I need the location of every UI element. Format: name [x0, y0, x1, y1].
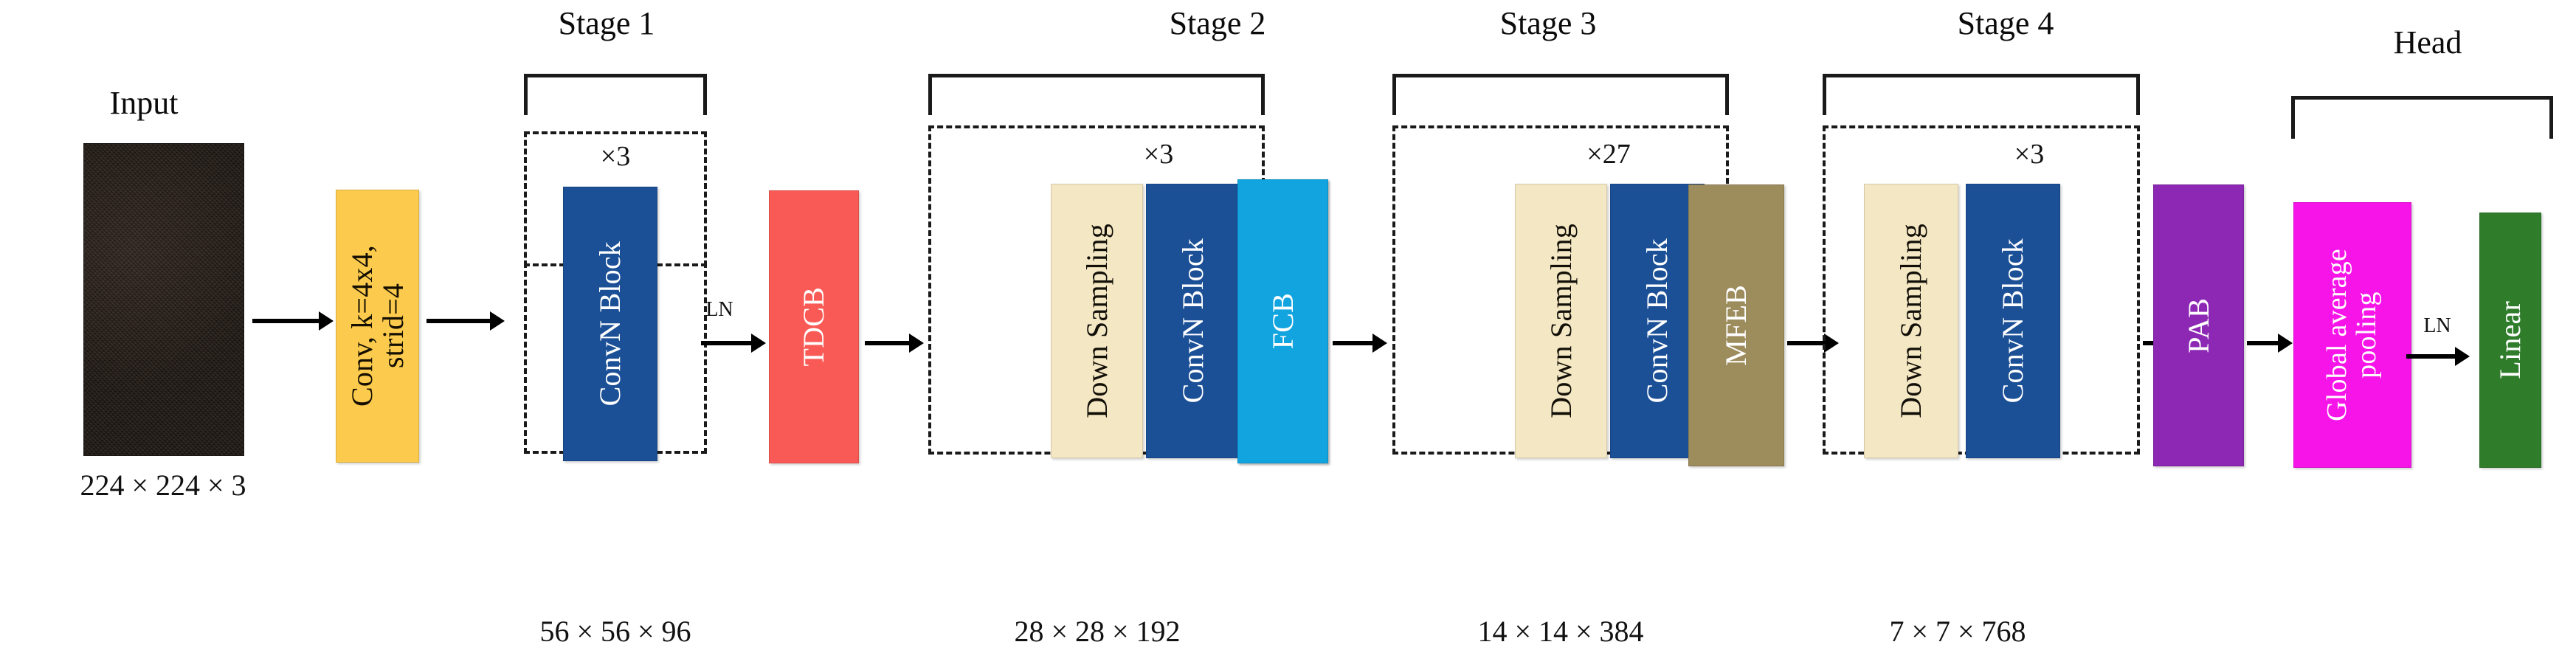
- stage-3-output-dimension: 14 × 14 × 384: [1477, 615, 1644, 648]
- block-mfeb: MFEB: [1688, 184, 1784, 466]
- stage-4-downsampling-block-label: Down Sampling: [1894, 224, 1927, 418]
- arrowhead-input-to-stem: [319, 311, 334, 331]
- stage-3-brace: [1392, 74, 1729, 115]
- arrowhead-pab-to-gap: [2278, 334, 2293, 353]
- block-global-average-pooling-label: Global average pooling: [2321, 249, 2382, 421]
- stage-3-repeat-label: ×27: [1586, 139, 1631, 170]
- arrow-stage1-to-tdcb: [701, 341, 753, 345]
- stage-1-convn-block: ConvN Block: [563, 187, 657, 461]
- edge-label-ln-stage1-tdcb: LN: [705, 298, 733, 321]
- arrowhead-mfeb-to-stage4: [1824, 334, 1839, 353]
- arrow-tdcb-to-stage2: [865, 341, 911, 345]
- stage-1-repeat-label: ×3: [600, 141, 631, 172]
- arrow-fcb-to-stage3: [1333, 341, 1374, 345]
- arrowhead-fcb-to-stage3: [1372, 334, 1387, 353]
- block-fcb-label: FCB: [1265, 293, 1299, 350]
- stage-3-downsampling-block-label: Down Sampling: [1544, 224, 1578, 418]
- stage-4-repeat-label: ×3: [2014, 139, 2045, 170]
- arrow-stem-to-stage1: [427, 319, 491, 323]
- edge-label-ln-gap-linear: LN: [2423, 314, 2451, 337]
- stage-4-brace: [1823, 74, 2140, 115]
- head-brace: [2291, 96, 2553, 139]
- stage-2-downsampling-block-label: Down Sampling: [1080, 224, 1113, 418]
- input-dimension-label: 224 × 224 × 3: [80, 469, 246, 502]
- arrow-gap-to-linear: [2406, 354, 2456, 359]
- block-linear-label: Linear: [2493, 301, 2527, 379]
- arrowhead-tdcb-to-stage2: [909, 334, 924, 353]
- stage-4-title: Stage 4: [1957, 5, 2054, 41]
- arrow-pab-to-gap: [2247, 341, 2279, 345]
- stage-3-title: Stage 3: [1499, 5, 1597, 41]
- stage-4-convn-block: ConvN Block: [1966, 184, 2060, 458]
- block-tdcb: TDCB: [769, 190, 859, 463]
- block-linear: Linear: [2479, 213, 2541, 468]
- stage-1-output-dimension: 56 × 56 × 96: [539, 615, 691, 648]
- stage-2-repeat-label: ×3: [1143, 139, 1174, 170]
- stage-1-brace: [524, 74, 707, 115]
- block-conv-stem-label: Conv, k=4x4, strid=4: [345, 245, 410, 407]
- block-mfeb-label: MFEB: [1719, 285, 1753, 366]
- block-pab: PAB: [2153, 184, 2244, 466]
- arrowhead-stem-to-stage1: [490, 311, 505, 331]
- stage-2-title: Stage 2: [1169, 5, 1266, 41]
- stage-2-convn-block-label: ConvN Block: [1176, 238, 1209, 404]
- arrowhead-stage1-to-tdcb: [751, 334, 766, 353]
- stage-1-title: Stage 1: [558, 5, 655, 41]
- block-tdcb-label: TDCB: [797, 287, 830, 367]
- stage-4-output-dimension: 7 × 7 × 768: [1889, 615, 2026, 648]
- stage-3-convn-block-label: ConvN Block: [1640, 238, 1674, 404]
- block-fcb-main: FCB: [1237, 179, 1328, 463]
- block-global-average-pooling: Global average pooling: [2293, 202, 2411, 468]
- stage-2-output-dimension: 28 × 28 × 192: [1014, 615, 1181, 648]
- stage-3-downsampling-block: Down Sampling: [1515, 184, 1607, 458]
- input-image-thumbnail: [83, 143, 244, 456]
- arrow-mfeb-to-stage4: [1787, 341, 1826, 345]
- input-title: Input: [109, 85, 179, 121]
- stage-4-downsampling-block: Down Sampling: [1864, 184, 1958, 458]
- arrowhead-gap-to-linear: [2455, 347, 2470, 366]
- stage-1-convn-block-label: ConvN Block: [593, 241, 626, 407]
- stage-2-convn-block: ConvN Block: [1146, 184, 1240, 458]
- block-conv-stem: Conv, k=4x4, strid=4: [336, 190, 419, 463]
- stage-4-convn-block-label: ConvN Block: [1996, 238, 2029, 404]
- head-title: Head: [2393, 24, 2462, 61]
- stage-2-downsampling-block: Down Sampling: [1051, 184, 1143, 458]
- arrow-input-to-stem: [252, 319, 320, 323]
- block-pab-label: PAB: [2181, 297, 2215, 353]
- stage-2-brace: [928, 74, 1265, 115]
